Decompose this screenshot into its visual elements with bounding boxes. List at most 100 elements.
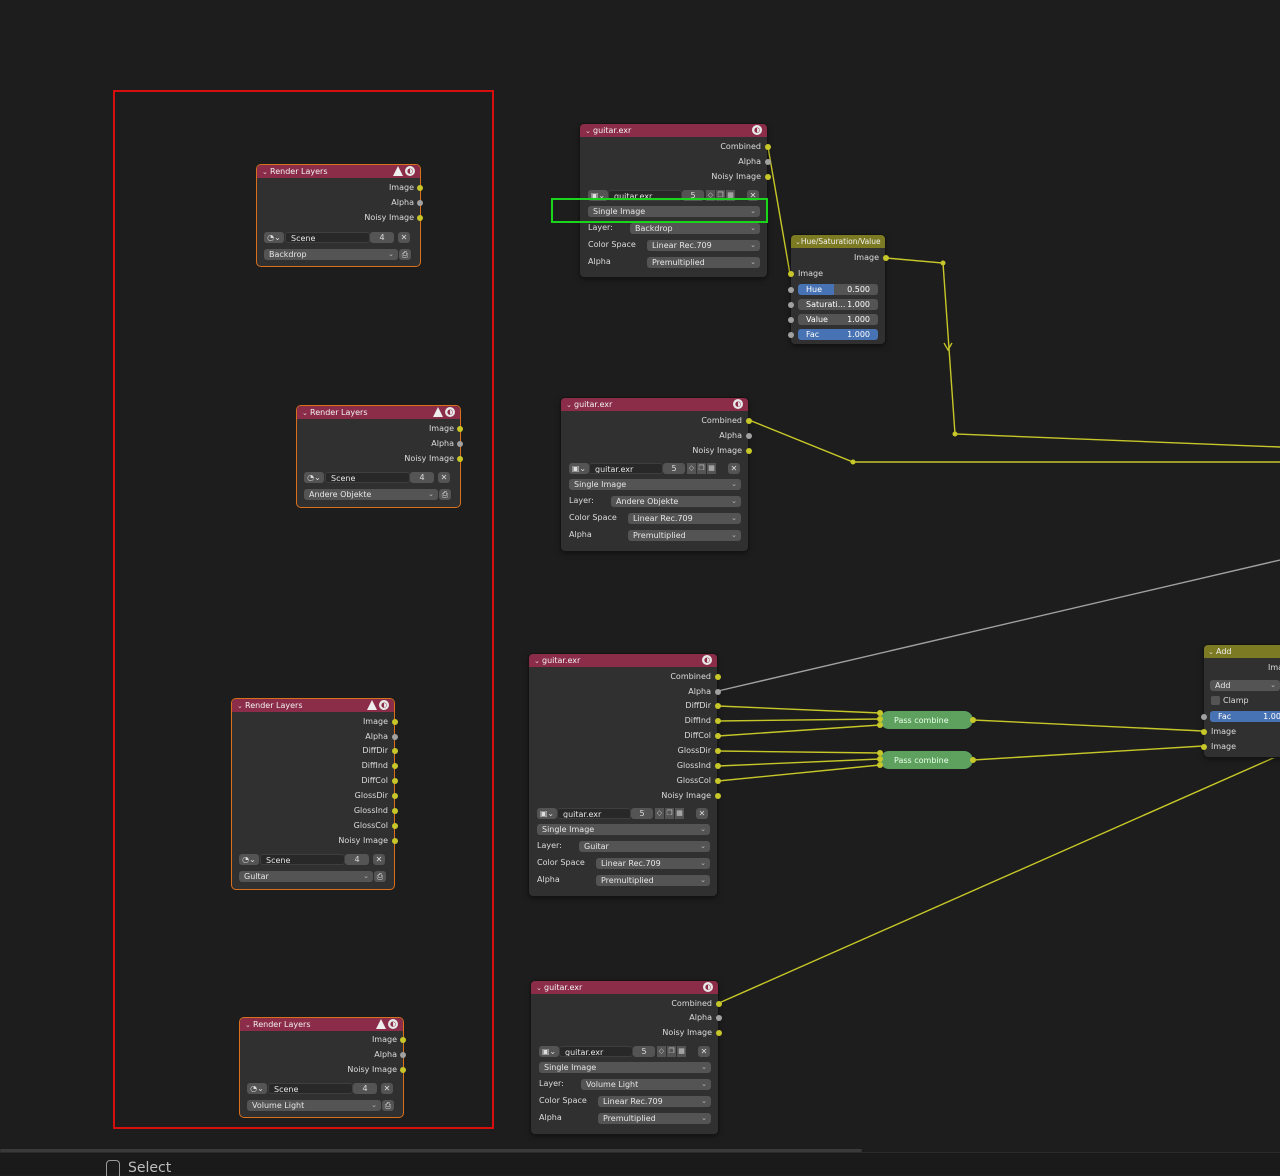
- output-socket[interactable]: [715, 674, 721, 680]
- render-layer-icon[interactable]: ⎙: [439, 489, 451, 500]
- input-socket[interactable]: [1201, 744, 1207, 750]
- output-socket[interactable]: [715, 748, 721, 754]
- scene-users[interactable]: 4: [353, 1083, 377, 1094]
- layer-select[interactable]: Gultar⌄: [239, 871, 373, 882]
- output-socket[interactable]: [392, 838, 398, 844]
- image-name-field[interactable]: guitar.exr: [559, 1046, 633, 1057]
- output-socket[interactable]: [715, 763, 721, 769]
- render-layers-node[interactable]: ⌄Render Layers ◐ Image Alpha DiffDir Dif…: [232, 699, 398, 889]
- node-header[interactable]: ⌄Hue/Saturation/Value: [791, 235, 885, 248]
- image-node[interactable]: ⌄guitar.exr ◐ Combined Alpha Noisy Image…: [580, 124, 771, 277]
- scene-browse-icon[interactable]: ◔⌄: [239, 854, 259, 865]
- input-socket[interactable]: [877, 750, 883, 756]
- layer-select[interactable]: Volume Light⌄: [247, 1100, 381, 1111]
- output-socket[interactable]: [715, 718, 721, 724]
- colorspace-select[interactable]: Linear Rec.709⌄: [598, 1096, 711, 1107]
- duplicate-icon[interactable]: ❐: [697, 463, 706, 474]
- input-socket[interactable]: [877, 716, 883, 722]
- image-browse-icon[interactable]: ▣⌄: [569, 463, 589, 474]
- alpha-select[interactable]: Premultiplied⌄: [647, 257, 760, 268]
- image-node[interactable]: ⌄guitar.exr ◐ Combined Alpha Noisy Image…: [531, 981, 722, 1134]
- node-header[interactable]: ⌄Render Layers ◐: [257, 165, 420, 178]
- image-node[interactable]: ⌄guitar.exr ◐ Combined Alpha DiffDir Dif…: [529, 654, 721, 896]
- layer-select[interactable]: Volume Light⌄: [581, 1079, 711, 1090]
- output-socket[interactable]: [400, 1052, 406, 1058]
- image-browse-icon[interactable]: ▣⌄: [539, 1046, 559, 1057]
- pass-combine-node[interactable]: Pass combine: [880, 711, 973, 729]
- duplicate-icon[interactable]: ❐: [667, 1046, 676, 1057]
- output-socket[interactable]: [417, 185, 423, 191]
- pack-icon[interactable]: ▦: [677, 1046, 686, 1057]
- output-socket[interactable]: [883, 255, 889, 261]
- colorspace-select[interactable]: Linear Rec.709⌄: [628, 513, 741, 524]
- fake-user-shield-icon[interactable]: ◇: [706, 190, 715, 201]
- render-layer-icon[interactable]: ⎙: [382, 1100, 394, 1111]
- output-socket[interactable]: [746, 433, 752, 439]
- layer-select[interactable]: Backdrop⌄: [630, 223, 760, 234]
- image-users[interactable]: 5: [682, 190, 704, 201]
- scene-users[interactable]: 4: [345, 854, 369, 865]
- collapse-chevron-icon[interactable]: ⌄: [795, 237, 801, 246]
- collapse-chevron-icon[interactable]: ⌄: [262, 167, 268, 176]
- node-header[interactable]: ⌄Render Layers ◐: [240, 1018, 403, 1031]
- output-socket[interactable]: [417, 215, 423, 221]
- node-header[interactable]: ⌄Render Layers ◐: [297, 406, 460, 419]
- input-socket[interactable]: [1201, 729, 1207, 735]
- node-header[interactable]: ⌄guitar.exr ◐: [531, 981, 718, 994]
- duplicate-icon[interactable]: ❐: [665, 808, 674, 819]
- input-socket[interactable]: [788, 271, 794, 277]
- output-socket[interactable]: [715, 778, 721, 784]
- scene-field[interactable]: Scene: [260, 854, 345, 865]
- collapse-chevron-icon[interactable]: ⌄: [534, 656, 540, 665]
- output-socket[interactable]: [715, 733, 721, 739]
- output-socket[interactable]: [716, 1015, 722, 1021]
- output-socket[interactable]: [392, 778, 398, 784]
- render-layers-node[interactable]: ⌄Render Layers ◐ Image Alpha Noisy Image…: [297, 406, 463, 507]
- output-socket[interactable]: [765, 159, 771, 165]
- collapse-chevron-icon[interactable]: ⌄: [566, 400, 572, 409]
- input-socket[interactable]: [788, 317, 794, 323]
- collapse-chevron-icon[interactable]: ⌄: [1208, 647, 1214, 656]
- collapse-chevron-icon[interactable]: ⌄: [237, 701, 243, 710]
- render-layers-node[interactable]: ⌄Render Layers ◐ Image Alpha Noisy Image…: [240, 1018, 406, 1117]
- scene-browse-icon[interactable]: ◔⌄: [304, 472, 324, 483]
- pack-icon[interactable]: ▦: [726, 190, 735, 201]
- input-socket[interactable]: [788, 332, 794, 338]
- input-socket[interactable]: [1201, 714, 1207, 720]
- collapse-chevron-icon[interactable]: ⌄: [245, 1020, 251, 1029]
- image-name-field[interactable]: guitar.exr: [608, 190, 682, 201]
- render-layer-icon[interactable]: ⎙: [399, 249, 411, 260]
- layer-select[interactable]: Backdrop⌄: [264, 249, 398, 260]
- output-socket[interactable]: [392, 734, 398, 740]
- alpha-select[interactable]: Premultiplied⌄: [596, 875, 710, 886]
- output-socket[interactable]: [400, 1067, 406, 1073]
- image-users[interactable]: 5: [663, 463, 685, 474]
- output-socket[interactable]: [970, 757, 976, 763]
- unlink-icon[interactable]: ✕: [728, 463, 740, 474]
- image-users[interactable]: 5: [631, 808, 653, 819]
- collapse-chevron-icon[interactable]: ⌄: [585, 126, 591, 135]
- unlink-icon[interactable]: ✕: [438, 472, 450, 483]
- output-socket[interactable]: [970, 717, 976, 723]
- source-select[interactable]: Single Image⌄: [588, 206, 760, 217]
- node-header[interactable]: ⌄guitar.exr ◐: [529, 654, 717, 667]
- image-browse-icon[interactable]: ▣⌄: [537, 808, 557, 819]
- output-socket[interactable]: [715, 689, 721, 695]
- output-socket[interactable]: [400, 1037, 406, 1043]
- output-socket[interactable]: [417, 200, 423, 206]
- output-socket[interactable]: [765, 144, 771, 150]
- node-header[interactable]: ⌄Render Layers ◐: [232, 699, 394, 712]
- pass-combine-node[interactable]: Pass combine: [880, 751, 973, 769]
- alpha-select[interactable]: Premultiplied⌄: [628, 530, 741, 541]
- scene-users[interactable]: 4: [370, 232, 394, 243]
- unlink-icon[interactable]: ✕: [381, 1083, 393, 1094]
- scene-field[interactable]: Scene: [325, 472, 410, 483]
- output-socket[interactable]: [392, 808, 398, 814]
- output-socket[interactable]: [392, 823, 398, 829]
- unlink-icon[interactable]: ✕: [698, 1046, 710, 1057]
- source-select[interactable]: Single Image⌄: [537, 824, 710, 835]
